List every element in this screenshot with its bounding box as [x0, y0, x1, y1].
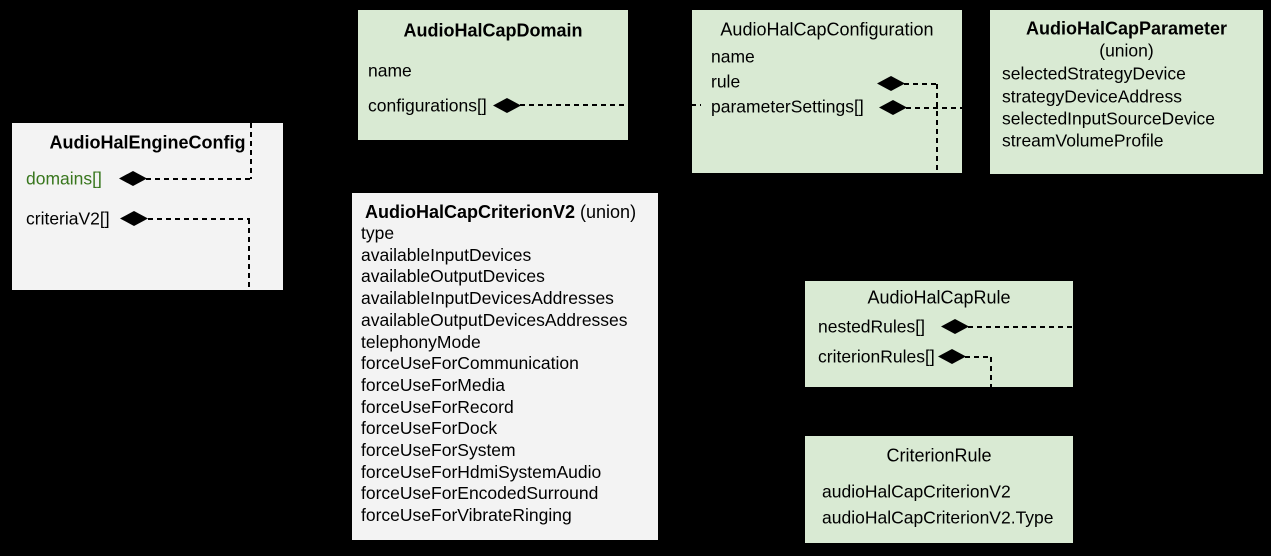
field-parametersettings: parameterSettings[] [711, 96, 864, 117]
field-criteriav2: criteriaV2[] [26, 208, 110, 229]
class-box-audiohalcapparameter: AudioHalCapParameter (union) selectedStr… [990, 10, 1263, 174]
class-box-audiohalengineconfig: AudioHalEngineConfig domains[] criteriaV… [12, 123, 283, 290]
class-title: AudioHalCapRule [867, 287, 1011, 308]
class-box-audiohalcapcriterionv2: AudioHalCapCriterionV2 (union) type avai… [352, 193, 658, 540]
connector-configurations-to-configuration [520, 104, 701, 106]
field-strategydeviceaddress: strategyDeviceAddress [1002, 86, 1182, 107]
connector-criterionrules-to-criterionrule [965, 356, 992, 358]
field-forceuseformedia: forceUseForMedia [361, 374, 505, 395]
connector-domains-to-domain [146, 178, 252, 180]
class-title: AudioHalEngineConfig [49, 132, 246, 153]
field-forceuseforvibrateringing: forceUseForVibrateRinging [361, 505, 572, 526]
field-selectedinputsourcedevice: selectedInputSourceDevice [1002, 108, 1216, 129]
field-type: type [361, 223, 395, 243]
field-audiohalcapcriterionv2-type: audioHalCapCriterionV2.Type [822, 507, 1054, 528]
composition-diamond-icon [941, 319, 969, 334]
field-forceuseforsystem: forceUseForSystem [361, 440, 516, 461]
class-box-audiohalcapdomain: AudioHalCapDomain name configurations[] [358, 10, 628, 140]
field-availableoutputdevices: availableOutputDevices [361, 266, 545, 287]
class-title: AudioHalCapCriterionV2 (union) [365, 202, 637, 222]
field-audiohalcapcriterionv2: audioHalCapCriterionV2 [822, 481, 1011, 502]
field-forceuseforhdmisystemaudio: forceUseForHdmiSystemAudio [361, 461, 602, 482]
class-title: AudioHalCapDomain [403, 20, 583, 41]
field-availableinputdevices: availableInputDevices [361, 244, 532, 265]
composition-diamond-icon [879, 100, 907, 115]
class-title: AudioHalCapConfiguration [720, 19, 934, 40]
connector-domains-to-domain [250, 123, 252, 179]
field-name: name [711, 46, 755, 67]
field-configurations: configurations[] [368, 95, 487, 116]
field-forceuseforcommunication: forceUseForCommunication [361, 353, 579, 374]
connector-criterionrules-to-criterionrule [990, 357, 992, 436]
class-box-audiohalcaprule: AudioHalCapRule nestedRules[] criterionR… [805, 281, 1073, 387]
connector-rule-to-rulebox [936, 84, 938, 281]
connector-nestedrules-self [968, 326, 1073, 328]
class-title: CriterionRule [886, 445, 992, 466]
composition-diamond-icon [119, 171, 147, 186]
composition-diamond-icon [120, 211, 148, 226]
class-box-criterionrule: CriterionRule audioHalCapCriterionV2 aud… [805, 436, 1073, 543]
composition-diamond-icon [938, 349, 966, 364]
field-selectedstrategydevice: selectedStrategyDevice [1002, 63, 1186, 84]
connector-parametersettings-to-parameter [906, 107, 989, 109]
connector-rule-to-rulebox [904, 83, 938, 85]
field-availableoutputdevicesaddresses: availableOutputDevicesAddresses [361, 309, 628, 330]
class-box-audiohalcapconfiguration: AudioHalCapConfiguration name rule param… [692, 10, 962, 173]
field-name: name [368, 60, 412, 81]
field-availableinputdevicesaddresses: availableInputDevicesAddresses [361, 288, 614, 309]
field-forceuseforencodedsurround: forceUseForEncodedSurround [361, 483, 599, 504]
field-streamvolumeprofile: streamVolumeProfile [1002, 130, 1164, 151]
field-forceuseforrecord: forceUseForRecord [361, 396, 514, 417]
composition-diamond-icon [877, 76, 905, 91]
composition-diamond-icon [493, 98, 521, 113]
connector-criteriav2-to-criterion [148, 218, 250, 220]
field-nestedrules: nestedRules[] [818, 316, 926, 337]
class-subtitle-union: (union) [1099, 40, 1154, 61]
class-title: AudioHalCapParameter [1025, 18, 1228, 39]
field-domains: domains[] [26, 168, 102, 189]
connector-criteriav2-to-criterion [248, 219, 250, 290]
field-forceusefordock: forceUseForDock [361, 418, 498, 439]
field-telephonymode: telephonyMode [361, 331, 481, 352]
field-criterionrules: criterionRules[] [818, 346, 935, 367]
field-rule: rule [711, 71, 741, 92]
